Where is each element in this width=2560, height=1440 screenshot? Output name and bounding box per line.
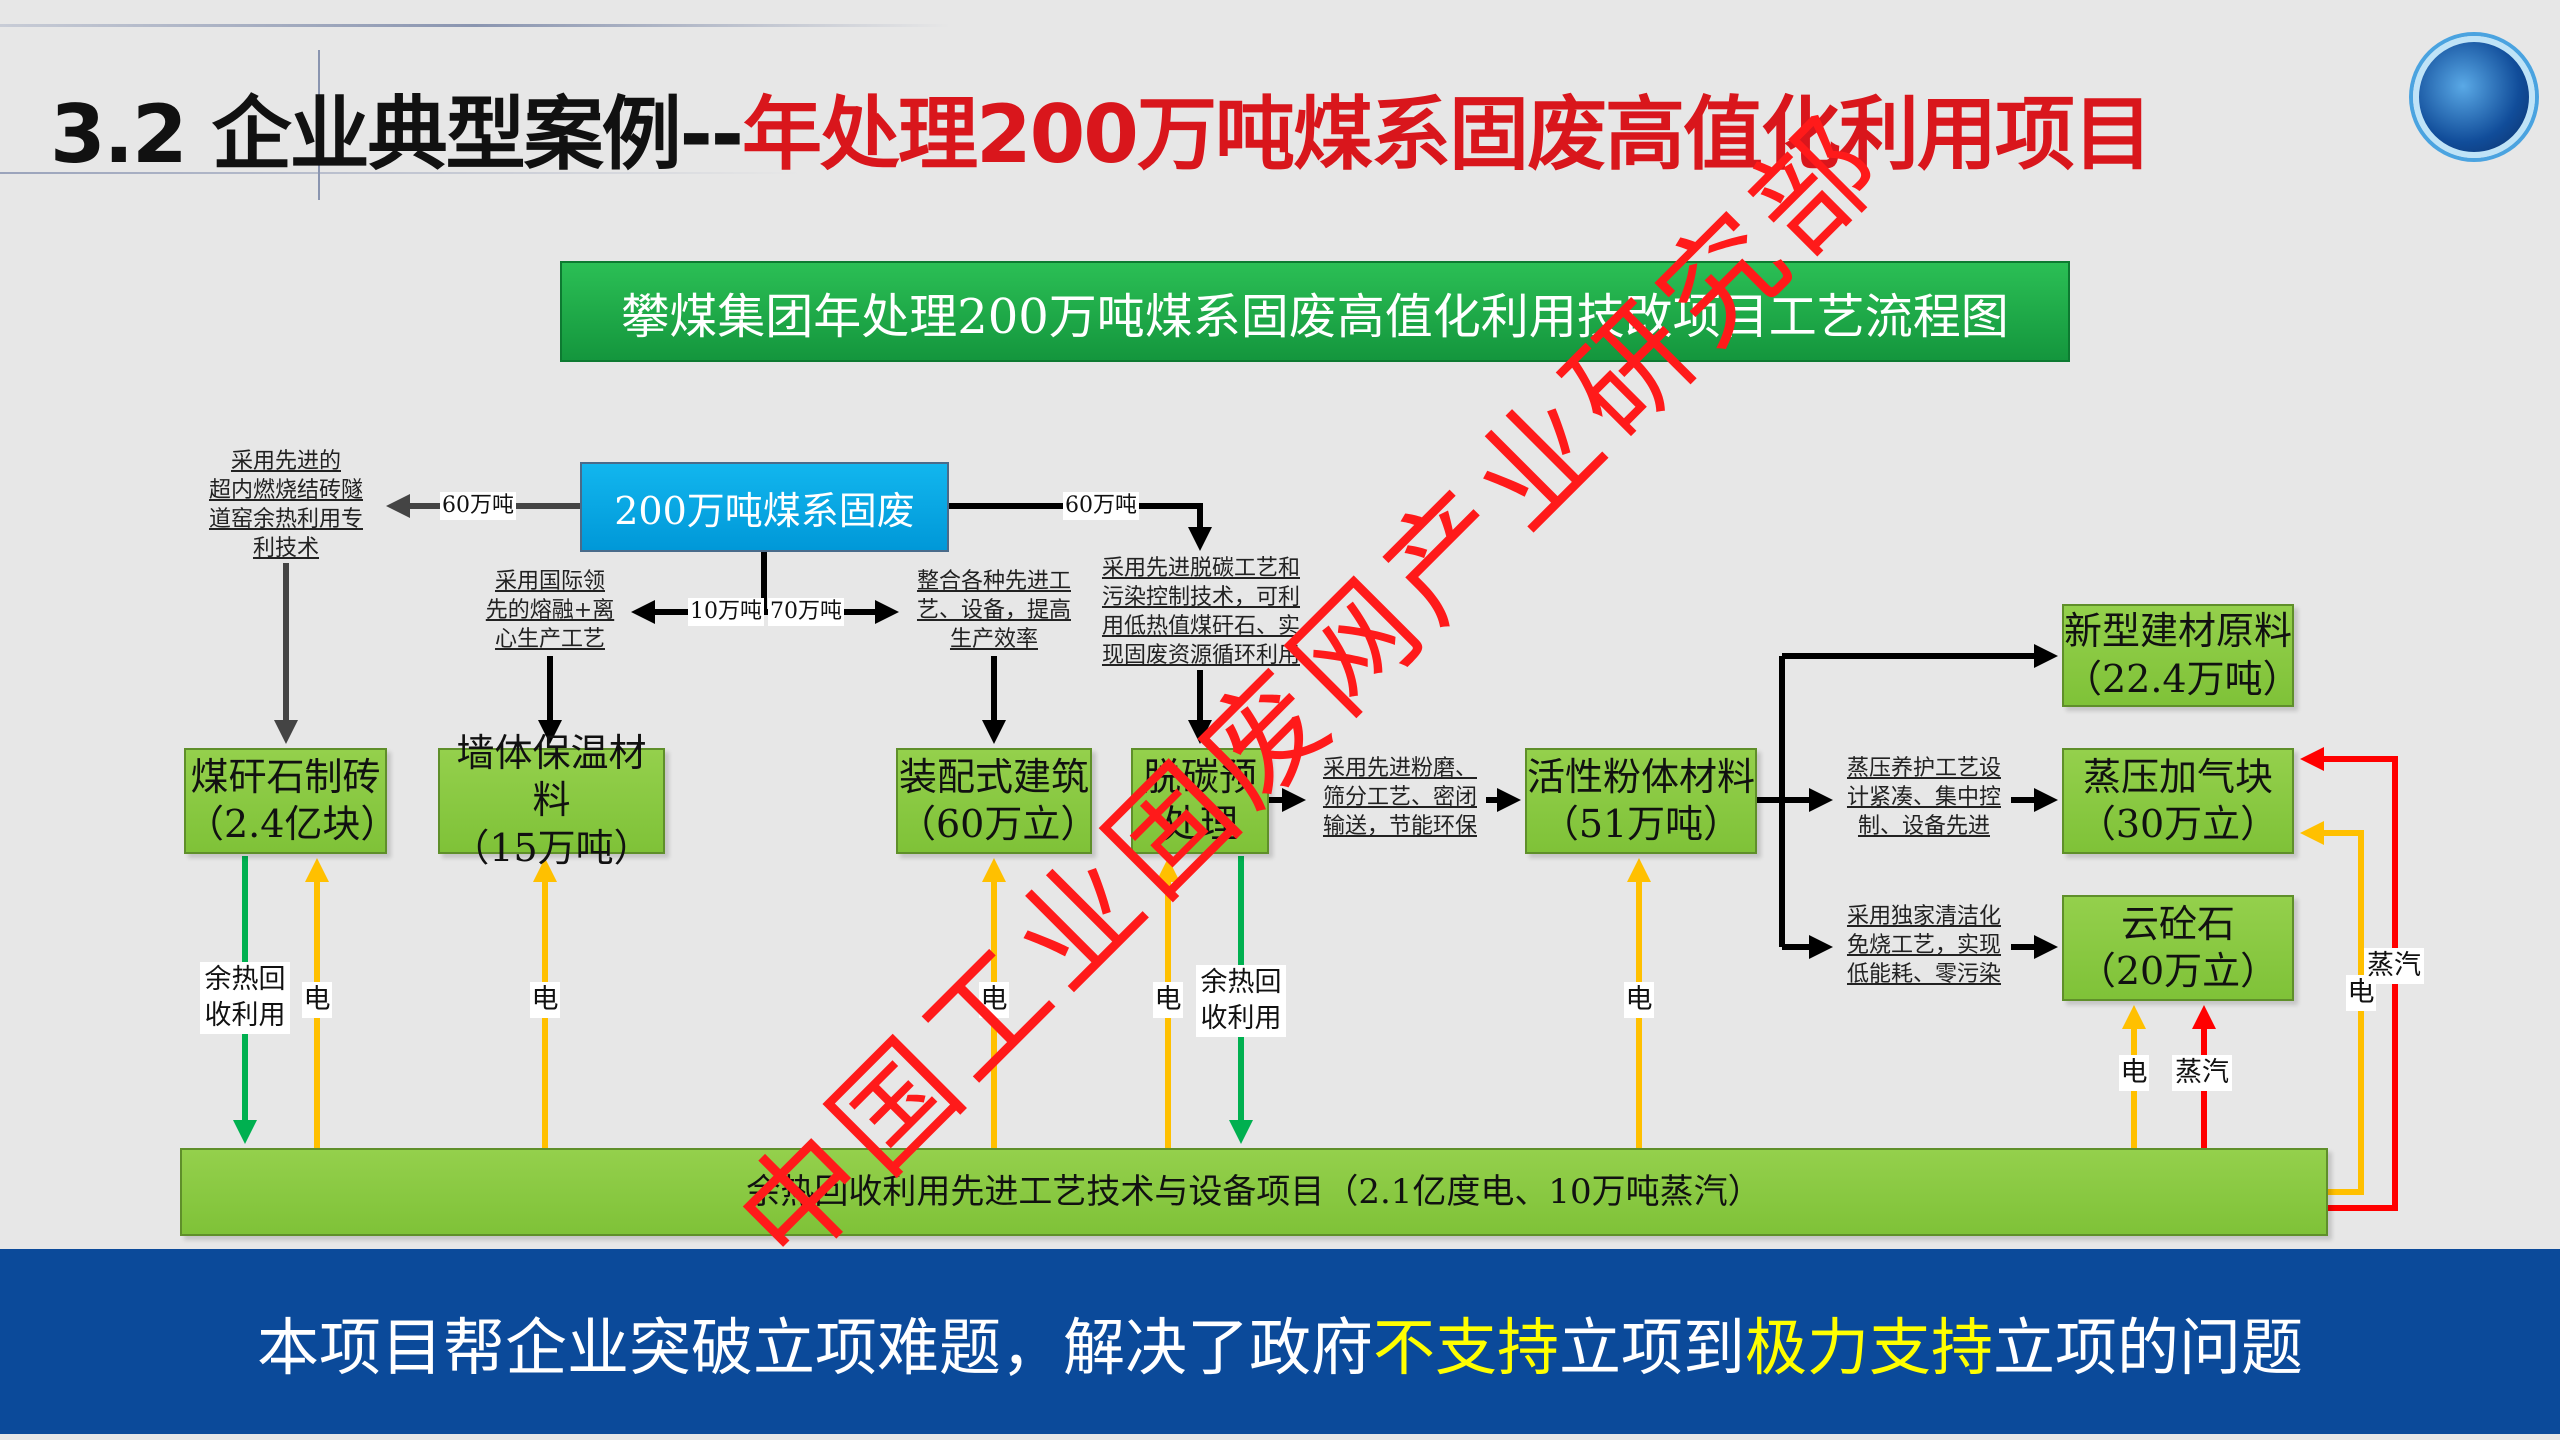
flow-label: 10万吨 — [688, 598, 764, 626]
steam-label: 蒸汽 — [2172, 1055, 2232, 1091]
decorative-line — [0, 24, 950, 27]
box-prefab: 装配式建筑（60万立） — [896, 748, 1098, 854]
decorative-line — [318, 50, 320, 200]
heat-label: 余热回收利用 — [1196, 965, 1286, 1037]
elec-label: 电 — [1153, 982, 1183, 1018]
steam-label: 蒸汽 — [2364, 948, 2424, 984]
diagram-title: 攀煤集团年处理200万吨煤系固废高值化利用技改项目工艺流程图 — [560, 261, 2070, 362]
elec-arrow-aac — [2300, 821, 2364, 1195]
note-wall: 采用国际领先的熔融+离心生产工艺 — [485, 569, 615, 652]
elec-label: 电 — [1624, 982, 1654, 1018]
box-brick: 煤矸石制砖（2.4亿块） — [184, 748, 398, 854]
title-highlight: 年处理200万吨煤系固废高值化利用项目 — [741, 88, 2153, 181]
heat-label: 余热回收利用 — [200, 962, 290, 1034]
note-cloud: 采用独家清洁化免烧工艺，实现低能耗、零污染 — [1846, 904, 2001, 987]
flow-label: 60万吨 — [440, 492, 516, 520]
box-heat-project: 余热回收利用先进工艺技术与设备项目（2.1亿度电、10万吨蒸汽） — [180, 1148, 2328, 1236]
box-newmat: 新型建材原料（22.4万吨） — [2062, 604, 2301, 707]
footer-text: 立项的问题 — [1993, 1310, 2304, 1384]
elec-label: 电 — [979, 982, 1009, 1018]
arrow-source-to-decarb-note — [949, 503, 1212, 551]
elec-label: 电 — [302, 982, 332, 1018]
line-powder-branch — [1757, 656, 1785, 947]
note-prefab: 整合各种先进工艺、设备，提高生产效率 — [916, 569, 1071, 652]
elec-label: 电 — [530, 982, 560, 1018]
box-powder: 活性粉体材料（51万吨） — [1525, 748, 1757, 854]
note-aac: 蒸压养护工艺设计紧凑、集中控制、设备先进 — [1846, 756, 2001, 839]
box-decarb: 脱碳预处理 — [1131, 748, 1269, 854]
title-prefix: 3.2 企业典型案例-- — [50, 88, 744, 181]
note-brick: 采用先进的超内燃烧结砖隧道窑余热利用专利技术 — [208, 449, 363, 561]
flow-label: 60万吨 — [1063, 492, 1139, 520]
box-aac: 蒸压加气块（30万立） — [2062, 748, 2294, 854]
globe-logo-icon — [2413, 36, 2535, 158]
footer-banner: 本项目帮企业突破立项难题，解决了政府不支持立项到极力支持立项的问题 — [0, 1249, 2560, 1434]
footer-text: 立项到 — [1558, 1310, 1745, 1384]
source-box: 200万吨煤系固废 — [580, 462, 949, 552]
page-title: 3.2 企业典型案例--年处理200万吨煤系固废高值化利用项目 — [50, 70, 2153, 186]
footer-highlight: 不支持 — [1372, 1310, 1559, 1384]
note-decarb: 采用先进脱碳工艺和污染控制技术，可利用低热值煤矸石、实现固废资源循环利用 — [1101, 556, 1300, 668]
box-wall: 墙体保温材料（15万吨） — [438, 731, 665, 870]
footer-highlight: 极力支持 — [1745, 1310, 1994, 1384]
elec-label: 电 — [2119, 1055, 2149, 1091]
footer-text: 本项目帮企业突破立项难题，解决了政府 — [256, 1310, 1373, 1384]
decorative-line — [0, 172, 800, 174]
box-cloud: 云砼石（20万立） — [2062, 895, 2294, 1001]
flow-label: 70万吨 — [768, 598, 844, 626]
note-powder: 采用先进粉磨、筛分工艺、密闭输送，节能环保 — [1322, 756, 1477, 839]
